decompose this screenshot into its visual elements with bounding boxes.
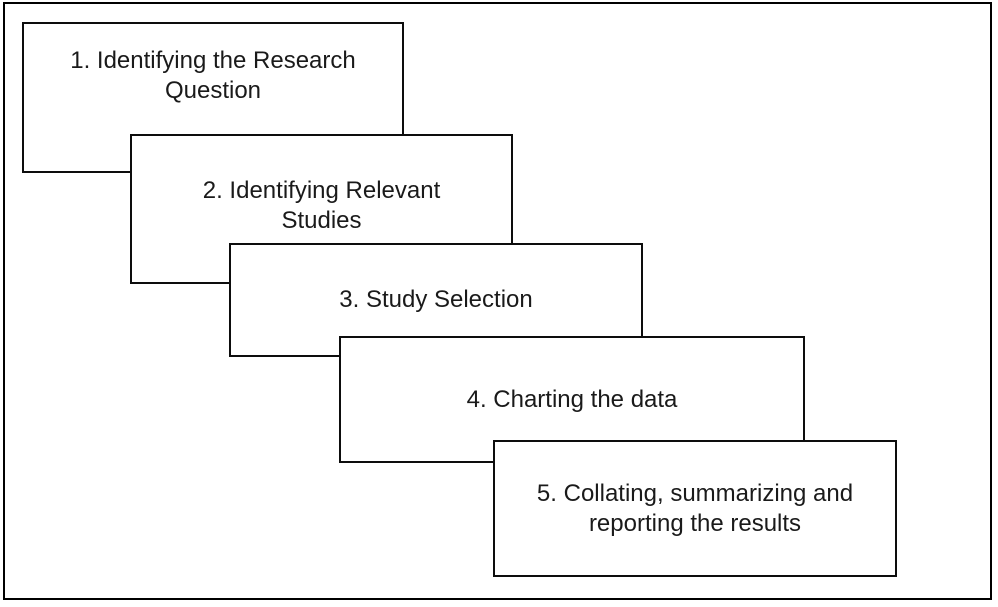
step-4-label-line-1: 4. Charting the data bbox=[466, 385, 678, 413]
step-3-label-line-1: 3. Study Selection bbox=[339, 286, 533, 313]
step-2-label-line-2: Studies bbox=[281, 207, 362, 234]
step-2-label-line-1: 2. Identifying Relevant bbox=[202, 177, 441, 204]
step-1-label-line-1: 1. Identifying the Research bbox=[70, 47, 356, 74]
step-box-5: 5. Collating, summarizing and reporting … bbox=[493, 440, 897, 577]
step-1-label-line-2: Question bbox=[164, 77, 262, 104]
step-5-label-line-2: reporting the results bbox=[588, 509, 802, 537]
step-5-label-line-1: 5. Collating, summarizing and bbox=[536, 479, 854, 507]
diagram-frame bbox=[3, 2, 992, 600]
